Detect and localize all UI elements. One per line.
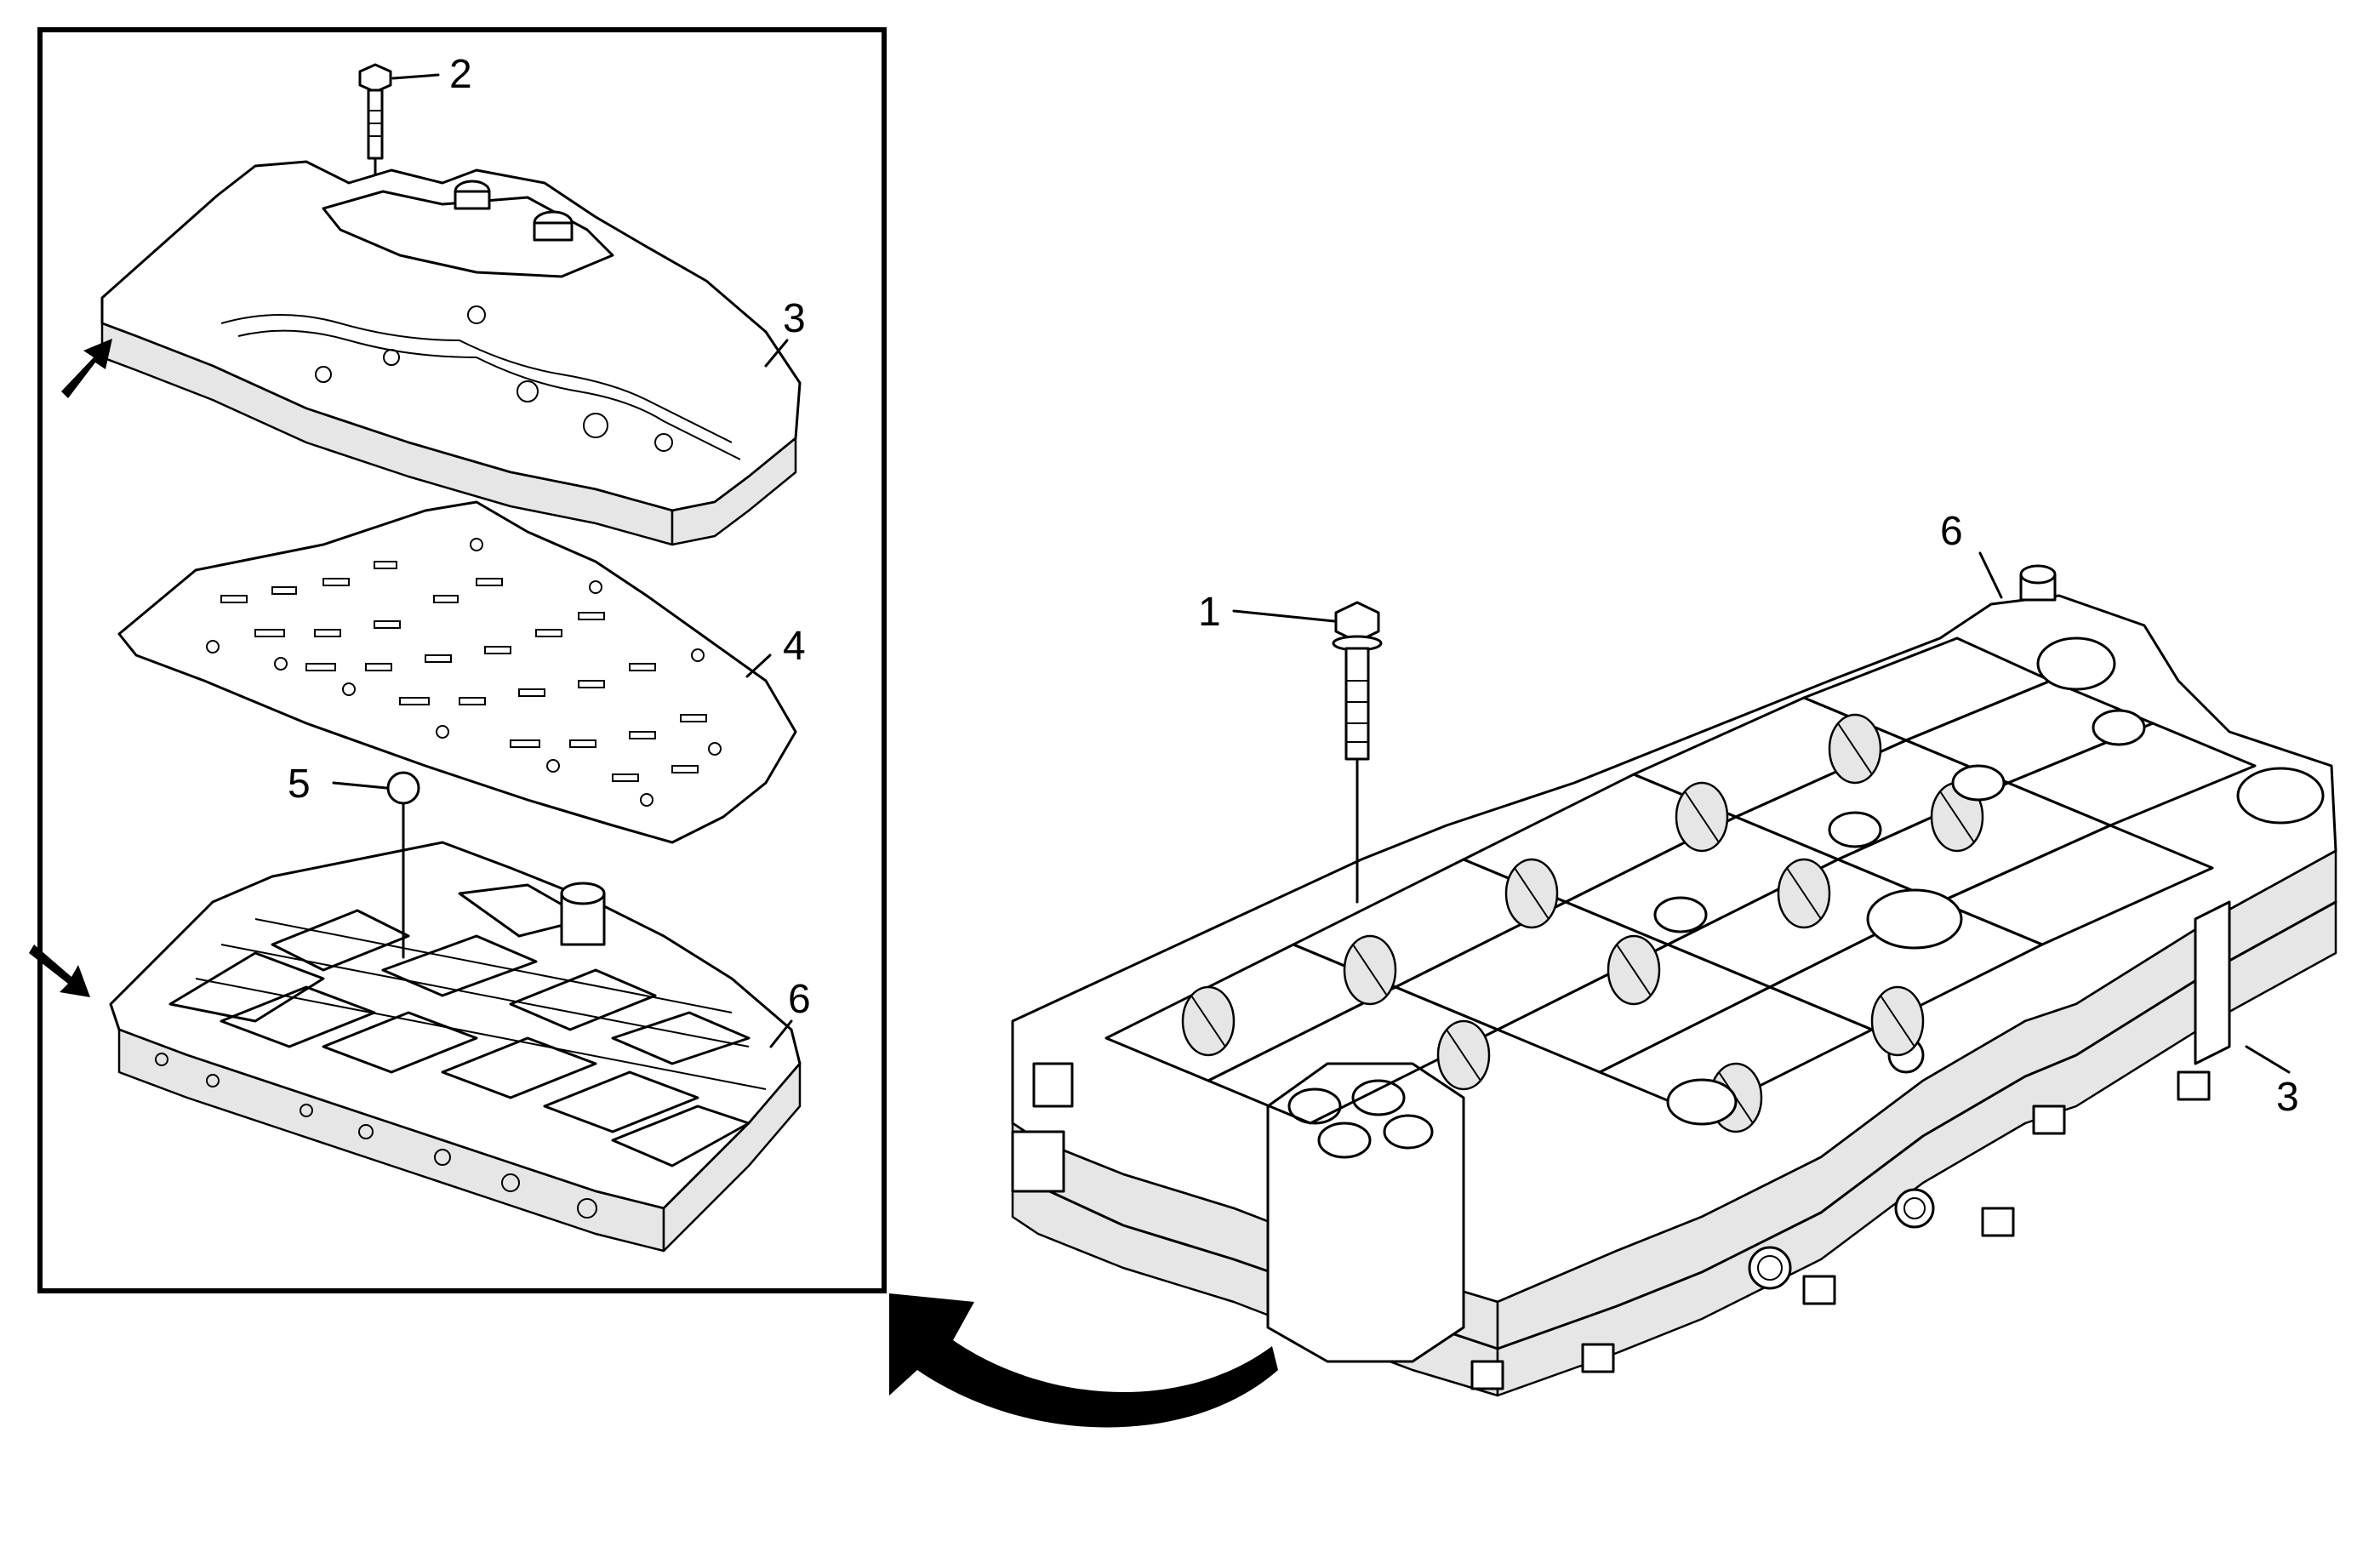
leader-2 [391, 73, 440, 80]
leader-3-inset [764, 339, 789, 368]
upper-valve-body-3 [100, 160, 802, 546]
spool-valves [1181, 713, 1984, 1133]
callout-3-inset: 3 [783, 296, 806, 341]
callout-2: 2 [449, 52, 472, 97]
leader-6-inset [769, 1019, 793, 1048]
leader-4 [745, 654, 772, 678]
bolt-1 [1332, 601, 1383, 904]
callout-3-main: 3 [2276, 1075, 2299, 1120]
callout-1: 1 [1198, 590, 1221, 635]
leader-6-main [1978, 551, 2003, 599]
leader-3-main [2245, 1045, 2291, 1074]
callout-6-main: 6 [1940, 509, 1963, 554]
inset-frame [37, 27, 887, 1293]
bolt-2 [358, 63, 392, 193]
alignment-arrow-top [61, 339, 112, 398]
leader-5 [332, 781, 388, 790]
valve-body-assembly [1011, 564, 2337, 1397]
callout-4: 4 [783, 624, 806, 669]
callout-6-inset: 6 [788, 977, 811, 1022]
lower-valve-body-6-inset [109, 841, 802, 1253]
transfer-arrow [889, 1293, 1278, 1428]
check-ball-5 [386, 771, 420, 959]
spacer-plate-4 [117, 500, 797, 844]
leader-1 [1232, 609, 1336, 623]
alignment-arrow-bottom [29, 945, 90, 997]
callout-5: 5 [288, 762, 311, 807]
